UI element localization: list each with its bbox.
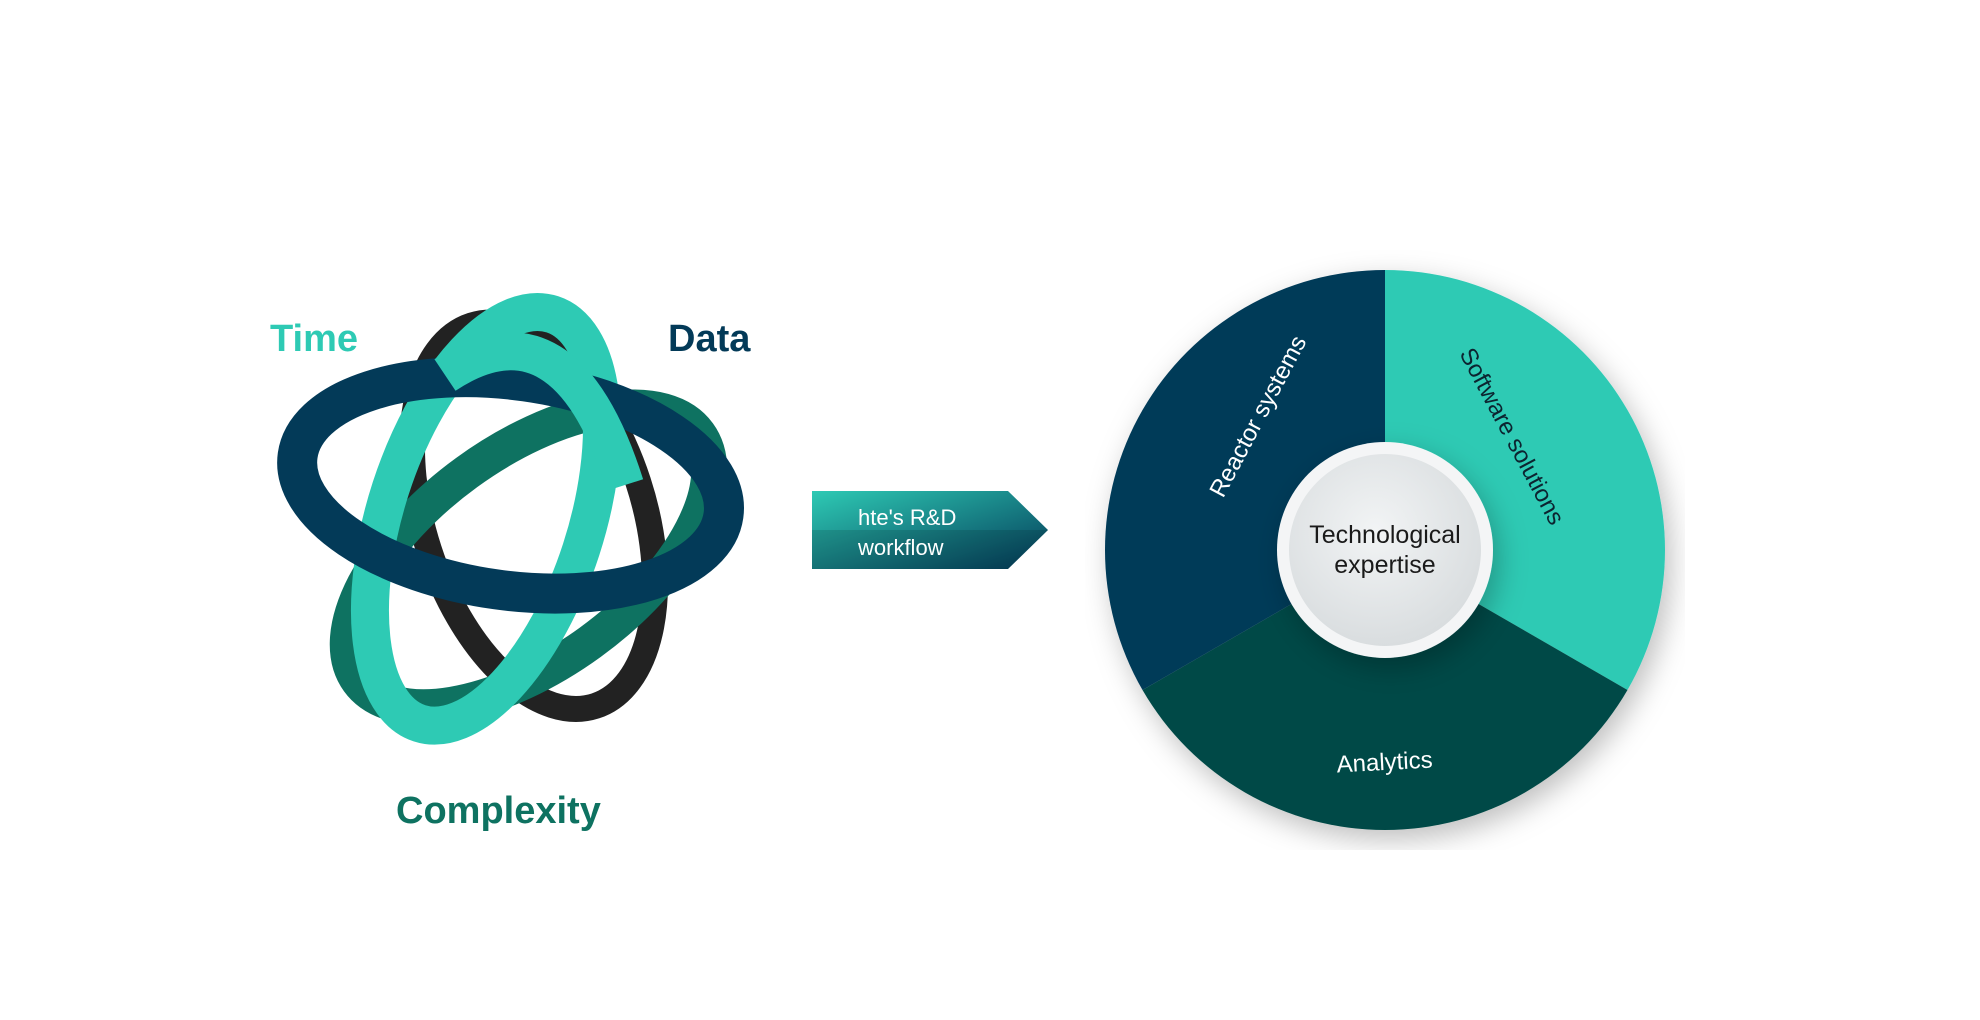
center-circle-inner [1289, 454, 1481, 646]
center-label-line-1: Technological [1309, 521, 1461, 549]
segment-label-analytics: Analytics [1336, 747, 1433, 779]
ring-navy [277, 357, 744, 614]
expertise-wheel: Software solutions Analytics Reactor sys… [1105, 270, 1665, 830]
center-label-line-2: expertise [1334, 551, 1435, 579]
interwoven-rings-graphic [277, 293, 744, 745]
workflow-arrow [812, 491, 1048, 569]
label-time: Time [270, 318, 359, 360]
segment-analytics [1142, 550, 1628, 830]
ring-teal [350, 293, 621, 745]
arrow-line-2: workflow [858, 535, 944, 560]
label-data: Data [668, 318, 751, 360]
workflow-arrow-label: hte's R&D workflow [858, 503, 956, 563]
ring-teal-overlap [434, 332, 644, 491]
arrow-line-1: hte's R&D [858, 505, 957, 530]
label-complexity: Complexity [396, 790, 601, 832]
